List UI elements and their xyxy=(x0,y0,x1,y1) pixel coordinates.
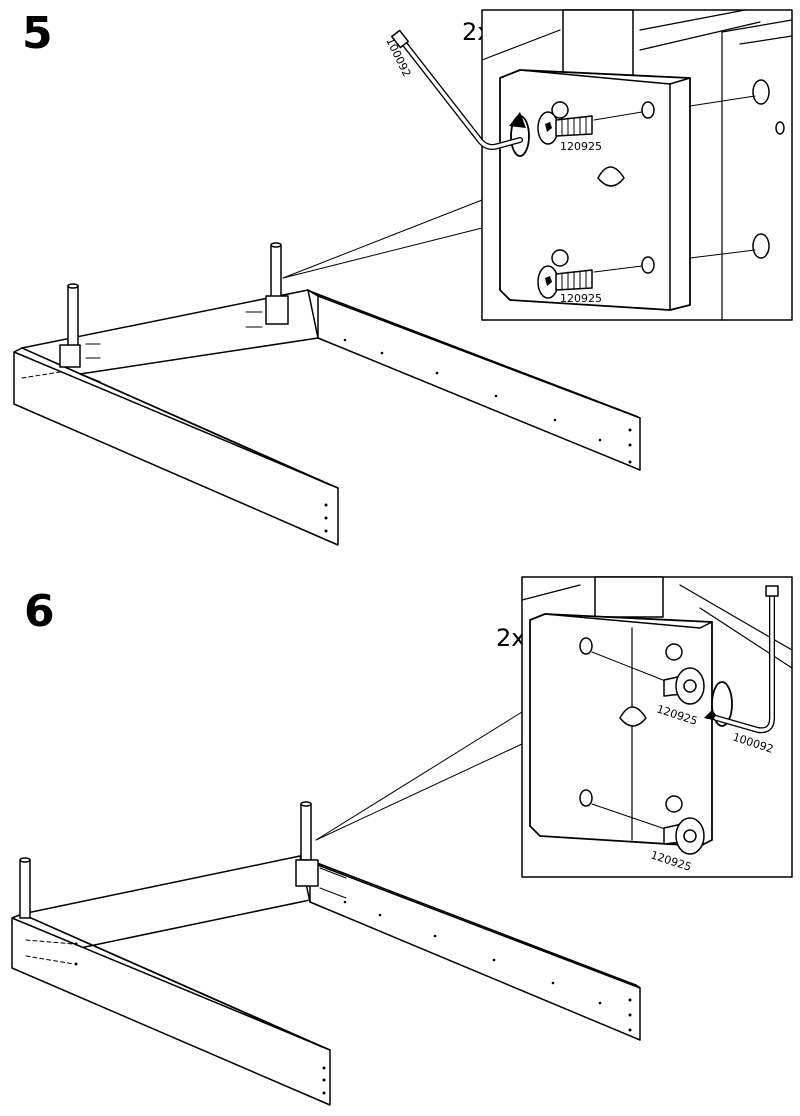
step-5-screw-top xyxy=(537,111,593,145)
clockwise-arrow-icon xyxy=(509,112,530,157)
step-6-screw-bottom xyxy=(663,817,705,855)
step-5-leg-right xyxy=(265,242,289,325)
step-5-screw-part-bottom: 120925 xyxy=(560,292,602,305)
step-6-diagram: 100092 120925 120925 xyxy=(11,576,793,1106)
step-5-screw-part-top: 120925 xyxy=(560,140,602,153)
step-5-frame xyxy=(13,242,641,546)
step-5-leg-left xyxy=(59,283,81,368)
step-6-number: 6 xyxy=(24,586,55,637)
step-5-screw-bottom xyxy=(537,265,593,299)
step-6-leg-left xyxy=(19,857,31,919)
step-6-quantity: 2x xyxy=(496,624,526,652)
step-6-frame xyxy=(11,801,641,1106)
counterclockwise-arrow-icon xyxy=(704,681,733,727)
step-5-diagram: 100092 120925 120925 xyxy=(13,9,793,546)
step-6-screw-top xyxy=(663,667,705,705)
step-6-leg-right xyxy=(295,801,319,887)
step-5-detail-view xyxy=(481,9,793,321)
step-5-allen-key-icon xyxy=(391,29,523,150)
step-5-number: 5 xyxy=(22,8,53,59)
step-5-tool-part-number: 100092 xyxy=(383,36,413,79)
step-6-allen-key-icon xyxy=(713,585,779,734)
